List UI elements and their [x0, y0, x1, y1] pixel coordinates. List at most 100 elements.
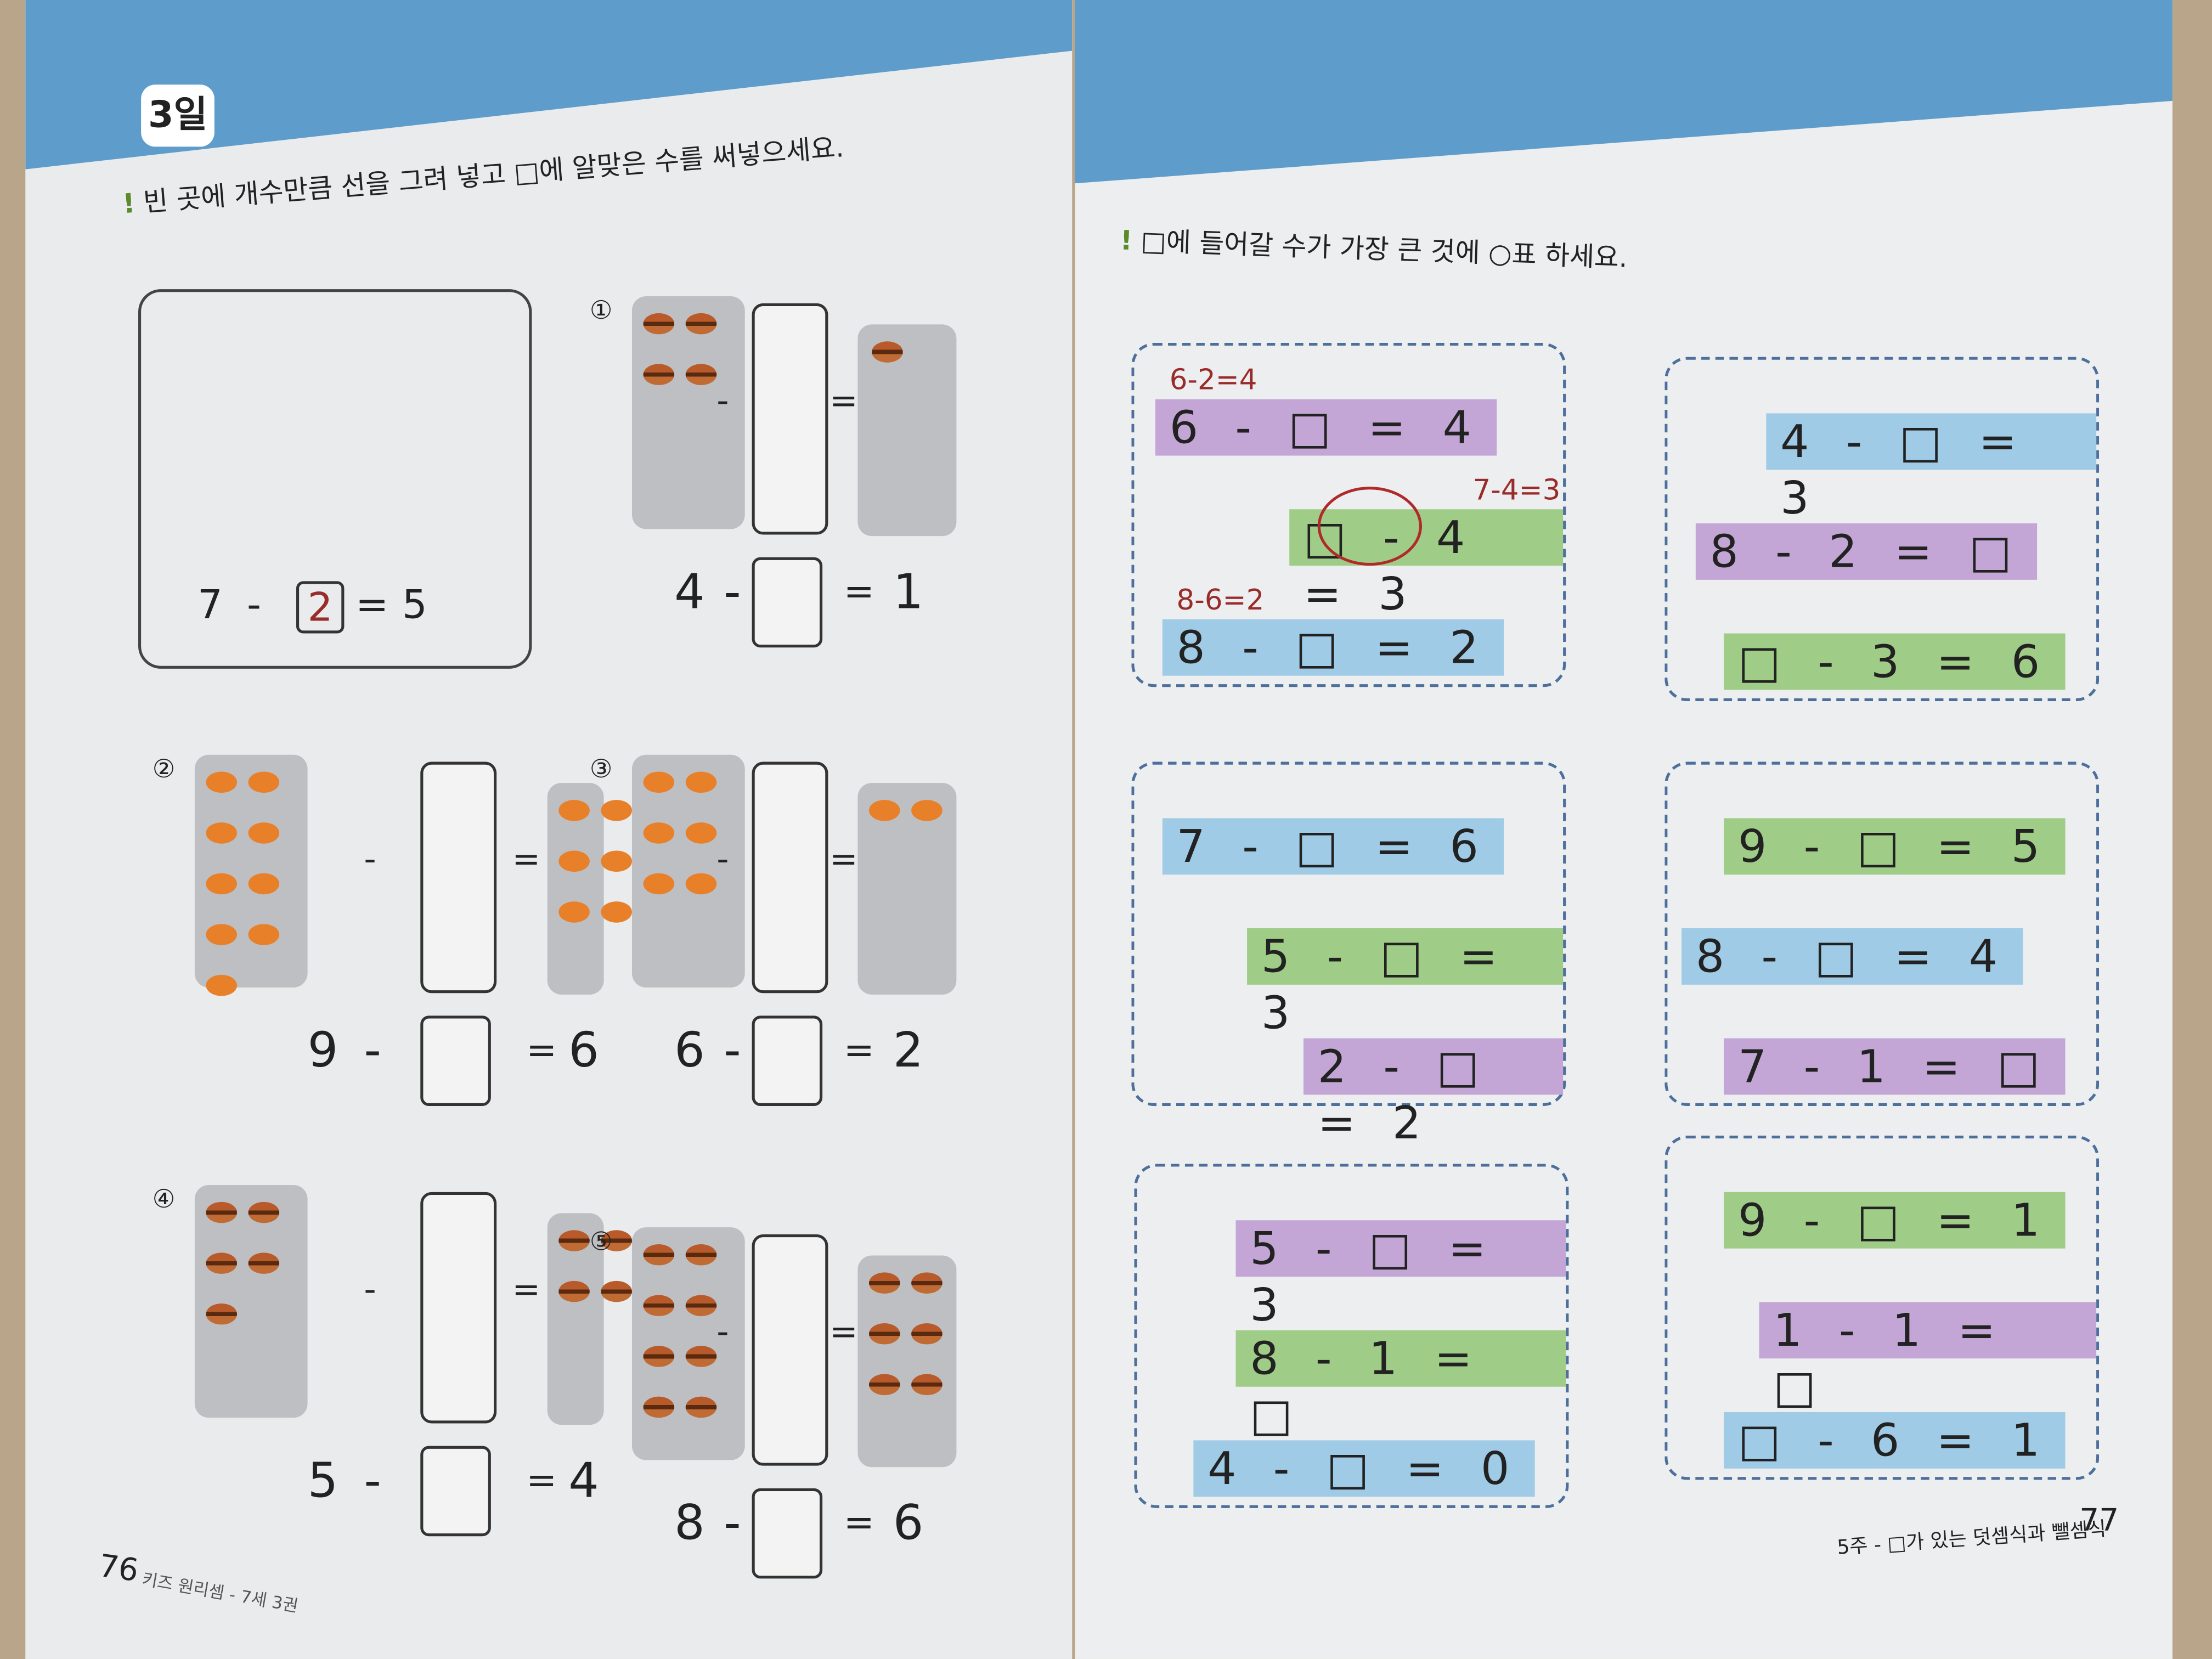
- equals-sign: =: [512, 839, 541, 879]
- instruction-text: □에 들어갈 수가 가장 큰 것에 ○표 하세요.: [1140, 226, 1628, 274]
- problem-5: ⑤-=8-=6: [590, 1227, 1056, 1650]
- burger-icon: [643, 364, 675, 385]
- left-tray: [194, 754, 308, 996]
- bread-icon: [558, 850, 590, 872]
- handwritten-circle: [1317, 487, 1422, 566]
- minus-sign: -: [724, 1495, 741, 1552]
- line-drawing-slot: [752, 761, 828, 994]
- minus-sign: -: [364, 1269, 376, 1310]
- burger-icon: [601, 1280, 632, 1302]
- bread-icon: [685, 822, 717, 844]
- right-tray: [547, 783, 632, 995]
- line-drawing-slot: [752, 303, 828, 535]
- burger-icon: [911, 1272, 943, 1294]
- example-equation-part: 2: [296, 581, 344, 634]
- equation-strip[interactable]: □ - 3 = 6: [1724, 633, 2066, 690]
- difference: 2: [893, 1023, 924, 1080]
- left-tray: [194, 1184, 308, 1418]
- bread-icon: [868, 799, 900, 821]
- answer-box[interactable]: [752, 557, 823, 648]
- burger-icon: [685, 1244, 717, 1266]
- bread-icon: [206, 873, 237, 895]
- difference: 1: [893, 564, 924, 621]
- minuend: 5: [307, 1453, 338, 1510]
- problem-1: ①-=4-=1: [590, 296, 1056, 719]
- equation-strip[interactable]: 7 - □ = 6: [1162, 818, 1504, 875]
- difference: 6: [893, 1495, 924, 1552]
- equals-sign: =: [843, 571, 874, 614]
- minus-sign: -: [716, 1312, 729, 1352]
- equation-strip[interactable]: 8 - □ = 2: [1162, 619, 1504, 676]
- bread-icon: [558, 901, 590, 923]
- right-tray: [857, 1255, 957, 1468]
- answer-box[interactable]: [752, 1488, 823, 1579]
- answer-box[interactable]: [752, 1015, 823, 1106]
- example-equation-part: 5: [402, 581, 427, 628]
- equals-sign: =: [829, 839, 858, 879]
- example-equation-part: -: [246, 581, 261, 628]
- bread-icon: [601, 901, 632, 923]
- burger-icon: [685, 1346, 717, 1367]
- line-drawing-slot: [420, 1192, 497, 1424]
- left-tray: [631, 1227, 745, 1460]
- problem-2: ②-=9-=6: [152, 754, 632, 1178]
- minus-sign: -: [716, 839, 729, 879]
- equals-sign: =: [843, 1502, 874, 1545]
- burger-icon: [685, 1396, 717, 1418]
- equation-strip[interactable]: 5 - □ = 3: [1235, 1220, 1566, 1331]
- answer-box[interactable]: [420, 1015, 491, 1106]
- burger-icon: [206, 1303, 237, 1325]
- burger-icon: [643, 1396, 675, 1418]
- right-tray: [857, 783, 957, 995]
- bread-icon: [601, 799, 632, 821]
- bread-icon: [248, 873, 280, 895]
- bread-icon: [248, 924, 280, 945]
- burger-icon: [643, 1244, 675, 1266]
- equation-card: 9 - □ = 1 1 - 1 = □□ - 6 = 1: [1664, 1135, 2100, 1480]
- problem-number: ④: [152, 1184, 176, 1215]
- equation-strip[interactable]: 8 - 2 = □: [1695, 523, 2038, 580]
- difference: 4: [568, 1453, 599, 1510]
- burger-icon: [248, 1252, 280, 1274]
- burger-icon: [868, 1374, 900, 1396]
- minus-sign: -: [364, 1453, 382, 1510]
- minuend: 4: [674, 564, 705, 621]
- bread-icon: [685, 771, 717, 793]
- handwritten-note: 7-4=3: [1472, 472, 1561, 507]
- handwritten-note: 6-2=4: [1169, 362, 1257, 397]
- equation-strip[interactable]: 1 - 1 = □: [1759, 1302, 2097, 1414]
- equation-strip[interactable]: 9 - □ = 1: [1724, 1192, 2066, 1249]
- equation-strip[interactable]: □ - 6 = 1: [1724, 1412, 2066, 1469]
- equation-strip[interactable]: 6 - □ = 4: [1155, 399, 1497, 456]
- equation-strip[interactable]: 5 - □ = 3: [1247, 928, 1564, 1040]
- day-badge: 3일: [141, 84, 215, 147]
- problem-3: ③-=6-=2: [590, 754, 1056, 1178]
- burger-icon: [685, 364, 717, 385]
- burger-icon: [643, 1346, 675, 1367]
- equation-strip[interactable]: 4 - □ = 0: [1193, 1440, 1535, 1497]
- problem-number: ②: [152, 754, 176, 785]
- equation-strip[interactable]: 8 - 1 = □: [1235, 1330, 1566, 1442]
- minus-sign: -: [716, 381, 729, 421]
- equals-sign: =: [526, 1460, 557, 1503]
- equation-strip[interactable]: 9 - □ = 5: [1724, 818, 2066, 875]
- equation-strip[interactable]: 8 - □ = 4: [1681, 928, 2023, 985]
- bread-icon: [643, 771, 675, 793]
- equals-sign: =: [512, 1269, 541, 1310]
- footer-title: 5주 - □가 있는 덧셈식과 뺄셈식: [1836, 1518, 2107, 1560]
- equation-strip[interactable]: 4 - □ = 3: [1766, 413, 2097, 525]
- bread-icon: [911, 799, 943, 821]
- burger-icon: [911, 1323, 943, 1345]
- header-band: [1075, 0, 2172, 184]
- equation-strip[interactable]: 2 - □ = 2: [1303, 1038, 1564, 1150]
- bread-icon: [643, 873, 675, 895]
- handwritten-note: 8-6=2: [1176, 582, 1265, 617]
- answer-box[interactable]: [420, 1446, 491, 1537]
- exclaim-icon: !: [121, 188, 137, 221]
- equation-strip[interactable]: 7 - 1 = □: [1724, 1038, 2066, 1095]
- minus-sign: -: [364, 1023, 382, 1080]
